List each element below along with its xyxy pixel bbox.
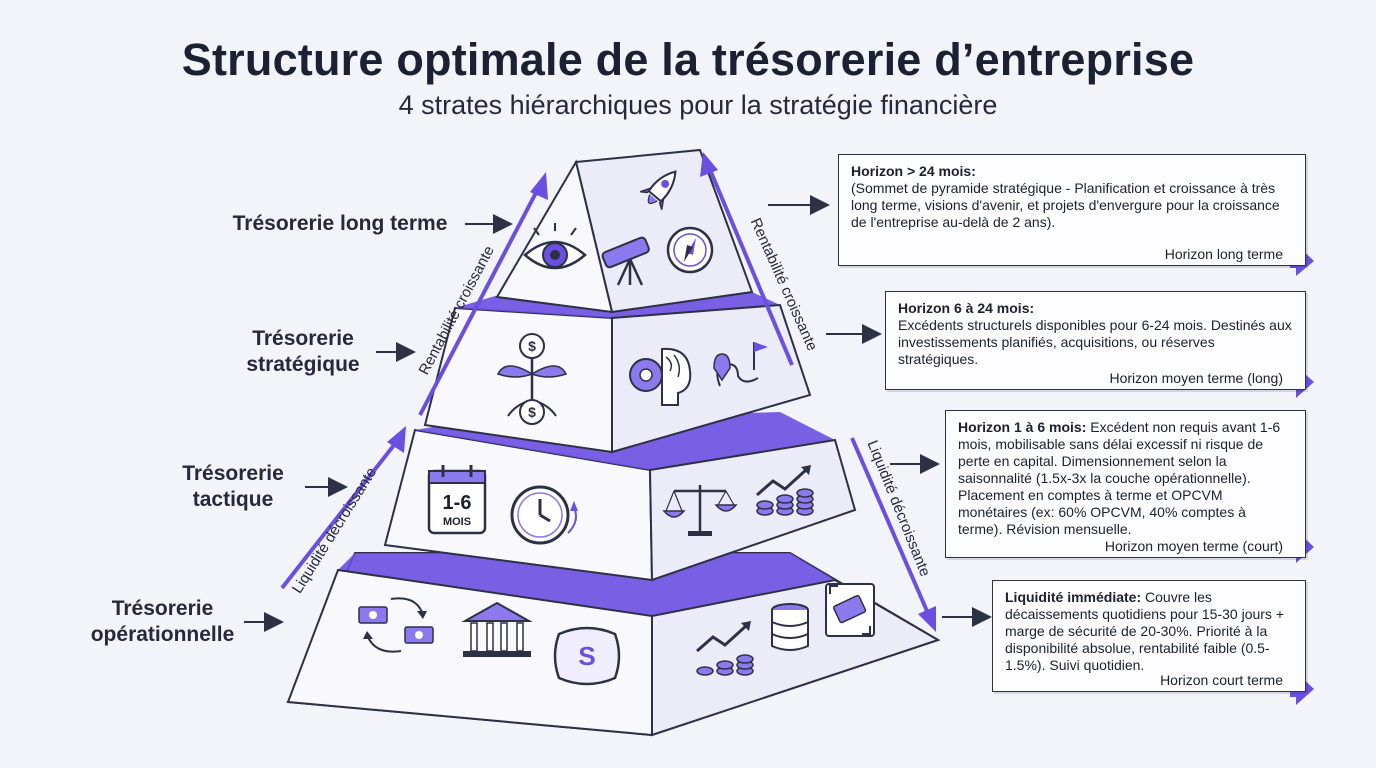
label-pointers: [244, 195, 992, 632]
box-footer: Horizon long terme: [1164, 246, 1283, 262]
telescope-icon: [601, 236, 650, 286]
bank-icon: [461, 601, 533, 657]
svg-text:$: $: [528, 338, 536, 354]
calendar-icon: 1-6 MOIS: [427, 465, 487, 535]
page-subtitle: 4 strates hiérarchiques pour la stratégi…: [398, 90, 998, 120]
description-box-tactical: Horizon 1 à 6 mois: Excédent non requis …: [945, 410, 1306, 558]
database-icon: [771, 603, 809, 651]
svg-text:S: S: [578, 641, 595, 671]
gear-brain-icon: [629, 347, 692, 406]
balance-scale-icon: [662, 485, 738, 536]
layer-label-operational: Trésorerie opérationnelle: [75, 596, 250, 648]
layer-label-line: Trésorerie: [111, 597, 214, 620]
roadmap-icon: [713, 342, 768, 387]
money-bag-icon: S: [553, 626, 621, 686]
compass-icon: [666, 226, 714, 274]
rocket-icon: [640, 170, 677, 210]
box-heading: Horizon 1 à 6 mois:: [958, 419, 1091, 435]
box-footer: Horizon moyen terme (court): [1104, 538, 1283, 554]
box-body: Couvre les décaissements quotidiens pour…: [1005, 589, 1285, 673]
side-arrows: [280, 152, 936, 632]
description-box-long-term: Horizon > 24 mois: (Sommet de pyramide s…: [838, 154, 1306, 266]
layer-label-line: Trésorerie: [182, 462, 284, 485]
svg-text:$: $: [528, 404, 536, 420]
layer-label-line: Trésorerie long terme: [232, 212, 448, 235]
layer-label-line: tactique: [192, 488, 274, 511]
growth-coins-icon: [696, 621, 754, 676]
description-box-strategic: Horizon 6 à 24 mois: Excédents structure…: [885, 291, 1306, 390]
pyramid-tier-long-term: [495, 148, 754, 314]
description-box-operational: Liquidité immédiate: Couvre les décaisse…: [992, 580, 1306, 692]
layer-label-strategic: Trésorerie stratégique: [218, 326, 388, 378]
layer-label-line: stratégique: [246, 353, 360, 376]
box-body: Excédent non requis avant 1-6 mois, mobi…: [958, 419, 1281, 537]
box-body: Excédents structurels disponibles pour 6…: [898, 317, 1292, 367]
box-heading: Horizon > 24 mois:: [851, 163, 976, 179]
box-footer: Horizon moyen terme (long): [1109, 370, 1283, 386]
layer-label-long-term: Trésorerie long terme: [205, 211, 475, 237]
eye-icon: [523, 223, 587, 270]
card-transfer-icon: [825, 583, 875, 637]
layer-label-line: Trésorerie: [252, 327, 354, 350]
page-title: Structure optimale de la trésorerie d’en…: [181, 34, 1195, 85]
money-plant-icon: $ $: [496, 333, 568, 425]
growth-coins-icon: [756, 465, 814, 516]
svg-text:1-6: 1-6: [443, 492, 472, 514]
box-heading: Horizon 6 à 24 mois:: [898, 300, 1035, 316]
cash-cycle-icon: [358, 597, 434, 653]
box-footer: Horizon court terme: [1160, 672, 1283, 688]
box-body: (Sommet de pyramide stratégique - Planif…: [851, 180, 1280, 230]
layer-label-tactical: Trésorerie tactique: [168, 461, 298, 513]
layer-label-line: opérationnelle: [90, 623, 235, 646]
svg-text:MOIS: MOIS: [443, 516, 471, 528]
box-heading: Liquidité immédiate:: [1005, 589, 1146, 605]
clock-icon: [510, 485, 578, 545]
